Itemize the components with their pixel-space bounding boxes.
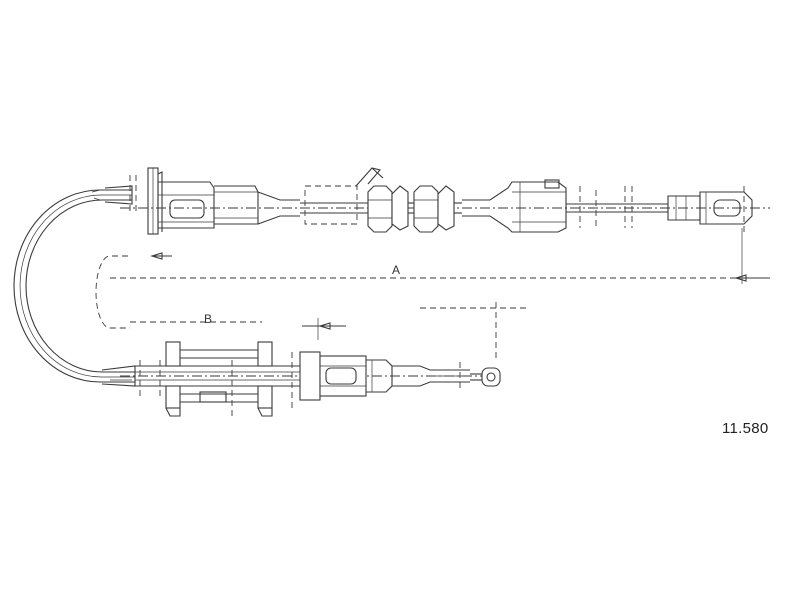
upper-cable-assembly bbox=[104, 167, 770, 235]
dimension-lines bbox=[95, 228, 770, 360]
dimension-label-b: B bbox=[204, 312, 212, 326]
cable-sheath-bend bbox=[13, 189, 135, 383]
dimension-label-a: A bbox=[392, 263, 400, 277]
part-number: 11.580 bbox=[722, 420, 769, 437]
lower-cable-assembly bbox=[101, 341, 501, 420]
